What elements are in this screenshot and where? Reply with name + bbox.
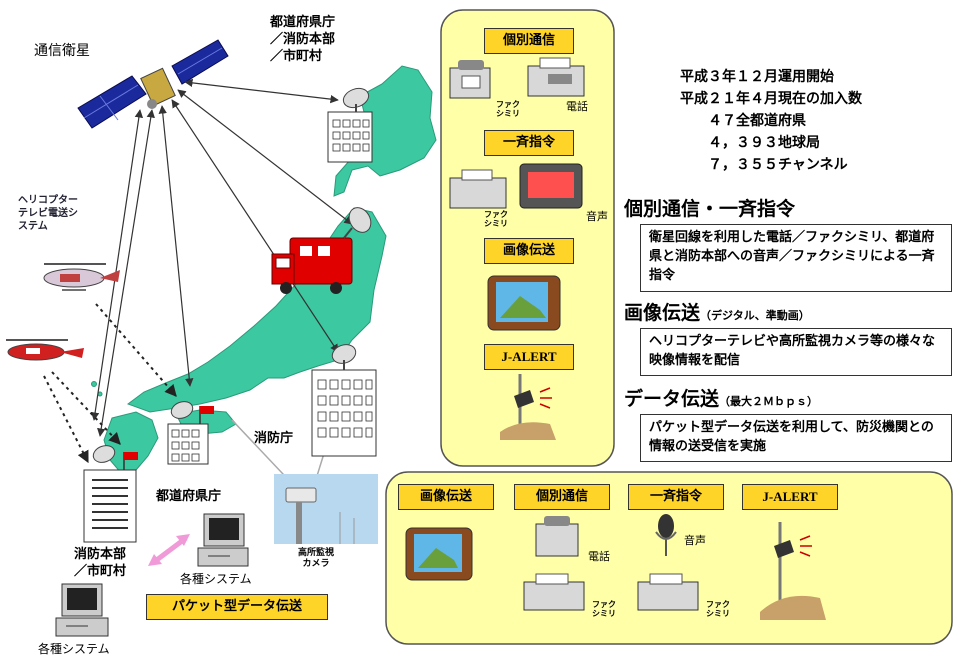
- stats-line-3: ４７全都道府県: [708, 113, 806, 129]
- computer-system-icon: [197, 513, 249, 567]
- fdma-label: 消防庁: [254, 431, 294, 446]
- helicopter-label-3: ステム: [18, 221, 48, 232]
- jalert-speaker-icon-2: [760, 522, 826, 620]
- tv-monitor-icon: [487, 275, 561, 331]
- bottom-broadcast-pill: 一斉指令: [628, 484, 724, 510]
- bottom-individual-pill: 個別通信: [514, 484, 610, 510]
- bottom-image-pill: 画像伝送: [398, 484, 494, 510]
- camera-label-2: カメラ: [302, 559, 330, 569]
- satellite-label: 通信衛星: [34, 43, 90, 59]
- data-exchange-arrow: [148, 534, 190, 566]
- bottom-voice-label: 音声: [684, 534, 706, 547]
- helicopter-label-2: テレビ電送シ: [18, 208, 78, 219]
- fax-device-icon-2: [449, 169, 507, 209]
- bottom-fax-label-1: ファクシミリ: [592, 600, 616, 618]
- satellite-icon: [77, 39, 229, 129]
- bottom-phone-label: 電話: [588, 550, 610, 563]
- service-3-title-text: データ伝送: [624, 388, 720, 410]
- helicopter-tv-icon: [43, 263, 120, 291]
- service-2-description: ヘリコプターテレビや高所監視カメラ等の様々な映像情報を配信: [640, 328, 952, 376]
- surveillance-camera-photo: [274, 474, 378, 544]
- pref-office-label-1: 都道府県庁: [270, 15, 336, 30]
- camera-label: 高所監視 カメラ: [298, 548, 334, 570]
- bottom-fax-label-2: ファクシミリ: [706, 600, 730, 618]
- jalert-speaker-icon: [500, 374, 556, 440]
- systems-label: 各種システム: [180, 572, 252, 586]
- pref-building-icon: [167, 401, 214, 465]
- stats-line-2: 平成２１年４月現在の加入数: [680, 91, 862, 107]
- service-2-note: （デジタル、準動画）: [700, 309, 810, 322]
- computer-system-icon-2: [55, 583, 109, 637]
- camera-label-1: 高所監視: [298, 548, 335, 558]
- phone-device-icon: [449, 60, 491, 99]
- top-broadcast-pill: 一斉指令: [484, 130, 574, 156]
- service-3-title: データ伝送（最大２Ｍｂｐｓ）: [624, 384, 818, 411]
- service-3-description: パケット型データ伝送を利用して、防災機関との情報の送受信を実施: [640, 414, 952, 462]
- stats-line-4: ４，３９３地球局: [708, 135, 820, 151]
- helicopter-icon: [6, 339, 84, 361]
- bottom-jalert-pill: J-ALERT: [742, 484, 838, 510]
- fire-hq-label: 消防本部 ／市町村: [74, 546, 126, 580]
- service-2-title: 画像伝送（デジタル、準動画）: [624, 298, 810, 325]
- fire-hq-building-icon: [83, 445, 138, 543]
- pref-office-label: 都道府県庁 ／消防本部 ／市町村: [270, 14, 335, 65]
- top-fax-label-2: ファクシミリ: [484, 210, 508, 228]
- top-fax-label: ファクシミリ: [496, 100, 520, 118]
- top-jalert-pill: J-ALERT: [484, 344, 574, 370]
- top-image-pill: 画像伝送: [484, 238, 574, 264]
- service-2-title-text: 画像伝送: [624, 302, 701, 324]
- fire-hq-label-1: 消防本部: [74, 547, 127, 562]
- voice-alarm-icon: [519, 163, 583, 209]
- phone-device-icon-2: [535, 516, 579, 557]
- helicopter-label: ヘリコプター テレビ電送シ ステム: [18, 194, 78, 233]
- helicopter-links: [43, 303, 177, 464]
- pref-office-building-icon: [327, 87, 373, 163]
- pref-label: 都道府県庁: [156, 489, 222, 504]
- stats-line-5: ７，３５５チャンネル: [708, 157, 848, 173]
- fax-device-icon-4: [637, 573, 699, 611]
- mobile-station-truck-icon: [271, 207, 372, 294]
- pref-office-label-3: ／市町村: [270, 49, 323, 64]
- fax-device-icon: [527, 57, 585, 97]
- fire-hq-label-2: ／市町村: [74, 564, 127, 579]
- packet-transfer-label: パケット型データ伝送: [146, 594, 328, 620]
- service-1-description: 衛星回線を利用した電話／ファクシミリ、都道府県と消防本部への音声／ファクシミリに…: [640, 224, 952, 292]
- japan-map: [91, 65, 437, 493]
- satellite-links: [90, 78, 353, 437]
- service-3-note: （最大２Ｍｂｐｓ）: [719, 395, 819, 408]
- fdma-building-icon: [311, 344, 377, 457]
- tv-monitor-icon-2: [405, 527, 473, 581]
- helicopter-label-1: ヘリコプター: [18, 195, 78, 206]
- systems-label-2: 各種システム: [38, 642, 110, 656]
- top-voice-label: 音声: [586, 210, 608, 223]
- pref-office-label-2: ／消防本部: [270, 32, 336, 47]
- service-1-title: 個別通信・一斉指令: [624, 198, 796, 220]
- fax-device-icon-3: [523, 573, 585, 611]
- stats-block: 平成３年１２月運用開始 平成２１年４月現在の加入数 ４７全都道府県 ４，３９３地…: [680, 66, 862, 176]
- microphone-icon: [655, 514, 677, 556]
- top-phone-label: 電話: [566, 100, 588, 113]
- top-individual-pill: 個別通信: [484, 28, 574, 54]
- stats-line-1: 平成３年１２月運用開始: [680, 69, 834, 85]
